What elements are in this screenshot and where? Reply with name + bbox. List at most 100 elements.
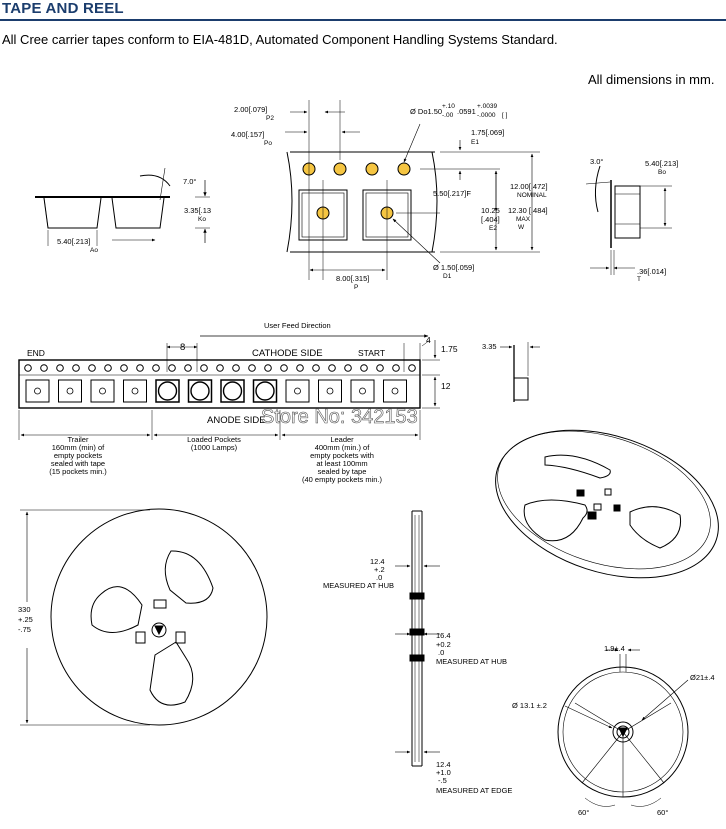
ao-symbol: Ao — [90, 247, 98, 254]
pocket-hole — [34, 387, 41, 395]
f-value: 5.50[.217]F — [433, 189, 471, 198]
tape-top-view — [285, 100, 540, 280]
e2-symbol: E2 — [489, 225, 497, 232]
svg-text:at least 100mm: at least 100mm — [316, 459, 367, 468]
sprocket-hole — [40, 364, 48, 372]
reel-front — [20, 508, 268, 726]
empty-pocket — [350, 379, 375, 403]
sprocket-hole — [392, 364, 400, 372]
ko-symbol: Ko — [198, 216, 206, 223]
do-value: Ø Do1.50 — [410, 107, 442, 116]
start-label: START — [358, 348, 385, 358]
pocket-hole — [294, 387, 301, 395]
pocket-hole — [131, 387, 139, 395]
sprocket-hole — [376, 364, 384, 372]
svg-text:empty pockets: empty pockets — [54, 451, 103, 460]
nominal-label: NOMINAL — [517, 192, 547, 199]
trailer-note: Trailer 160mm (min) of empty pockets sea… — [49, 435, 107, 476]
edge-dim: 12.4 +1.0 -.5 MEASURED AT EDGE — [436, 760, 512, 795]
p-value: 8.00[.315] — [336, 274, 369, 283]
svg-text:+0.2: +0.2 — [436, 640, 451, 649]
svg-text:Trailer: Trailer — [68, 435, 89, 444]
cathode-side-label: CATHODE SIDE — [252, 348, 323, 359]
sprocket-hole — [104, 364, 112, 372]
e1-value: 1.75[.069] — [471, 128, 504, 137]
store-watermark: Store No: 342153 — [261, 406, 418, 428]
pocket-hole — [359, 387, 366, 395]
reel-detail — [557, 648, 689, 807]
do-inch: .0591 — [457, 107, 476, 116]
bo-side-view — [585, 165, 672, 275]
height-12: 12 — [441, 381, 451, 391]
arbor-diameter: Ø 13.1 ±.2 — [512, 701, 547, 710]
sprocket-hole — [72, 364, 80, 372]
svg-text:(1000 Lamps): (1000 Lamps) — [191, 443, 238, 452]
po-value: 4.00[.157] — [231, 130, 264, 139]
empty-pocket — [58, 379, 82, 403]
svg-text:sealed by tape: sealed by tape — [318, 467, 367, 476]
ao-value: 5.40[.213] — [57, 237, 90, 246]
svg-text:.0: .0 — [438, 648, 444, 657]
sprocket-hole — [200, 364, 208, 372]
sprocket-hole — [216, 364, 224, 372]
sprocket-hole — [296, 364, 304, 372]
dia-label-bg — [15, 602, 41, 648]
empty-pocket — [123, 379, 147, 403]
height-175: 1.75 — [441, 344, 458, 354]
bo-value: 5.40[.213] — [645, 159, 678, 168]
pocket-hole — [99, 387, 106, 395]
sprocket-hole — [360, 364, 368, 372]
sprocket-hole — [184, 364, 192, 372]
empty-pocket — [318, 379, 342, 403]
loaded-pocket — [220, 379, 245, 403]
e1-symbol: E1 — [471, 139, 479, 146]
w-max: MAX — [516, 216, 531, 223]
sprocket-hole — [136, 364, 144, 372]
svg-text:-.5: -.5 — [438, 776, 447, 785]
side-profile-value: 3.35 — [482, 342, 497, 351]
pocket-hole — [326, 387, 334, 395]
po-symbol: Po — [264, 140, 272, 147]
svg-text:160mm (min) of: 160mm (min) of — [52, 443, 105, 452]
pocket-cross-section — [35, 167, 210, 246]
svg-text:.0: .0 — [376, 573, 382, 582]
svg-text:400mm (min.) of: 400mm (min.) of — [315, 443, 371, 452]
empty-pocket — [285, 379, 310, 403]
bo-angle: 3.0° — [590, 157, 603, 166]
w-symbol: W — [518, 224, 525, 231]
section-heading: TAPE AND REEL — [2, 0, 124, 17]
loaded-note: Loaded Pockets (1000 Lamps) — [187, 435, 241, 452]
pitch-label: 8 — [180, 342, 185, 353]
lamp — [157, 381, 178, 401]
reel-diameter-minus: -.75 — [18, 625, 31, 634]
svg-text:12.4: 12.4 — [370, 557, 385, 566]
e2-value: 10.25 — [481, 206, 500, 215]
sprocket-hole — [120, 364, 128, 372]
empty-pocket — [383, 379, 407, 403]
sprocket-hole — [168, 364, 176, 372]
lamp — [190, 381, 210, 401]
reel-perspective — [495, 429, 719, 579]
svg-text:16.4: 16.4 — [436, 631, 451, 640]
lamp — [222, 381, 243, 401]
svg-text:MEASURED AT HUB: MEASURED AT HUB — [436, 657, 507, 666]
pocket-angle: 7.0° — [183, 177, 196, 186]
empty-pocket — [25, 379, 50, 403]
d1-value: Ø 1.50[.059] — [433, 263, 474, 272]
reel-diameter-plus: +.25 — [18, 615, 33, 624]
angle-right: 60° — [657, 808, 668, 817]
svg-text:sealed with tape: sealed with tape — [51, 459, 105, 468]
sprocket-hole — [344, 364, 352, 372]
p2-symbol: P2 — [266, 115, 274, 122]
sprocket-hole — [248, 364, 256, 372]
t-value: .36[.014] — [637, 267, 666, 276]
angle-left: 60° — [578, 808, 589, 817]
sprocket-hole — [232, 364, 240, 372]
loaded-pocket — [187, 379, 213, 403]
do-tol-plus: +.10 — [442, 103, 455, 110]
pocket-hole — [391, 387, 399, 395]
lamp — [255, 381, 275, 401]
intro-text: All Cree carrier tapes conform to EIA-48… — [2, 32, 558, 47]
sprocket-hole — [56, 364, 64, 372]
